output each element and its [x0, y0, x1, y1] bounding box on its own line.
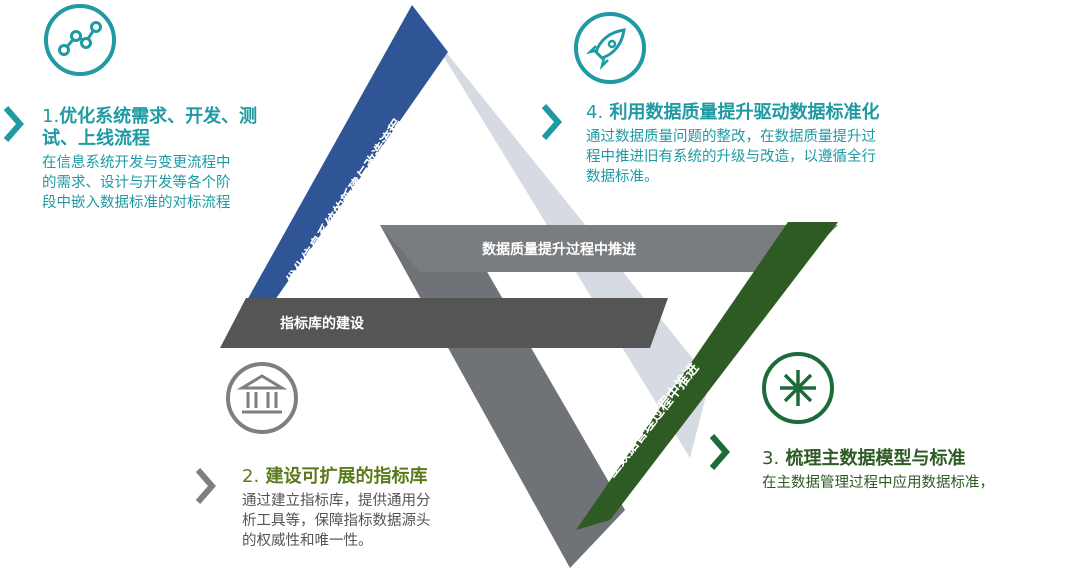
item-1-description: 在信息系统开发与变更流程中 的需求、设计与开发等各个阶 段中嵌入数据标准的对标流…: [42, 155, 231, 211]
item-1-block: 1.优化系统需求、开发、测试、上线流程 在信息系统开发与变更流程中 的需求、设计…: [42, 106, 317, 213]
item-3-description: 在主数据管理过程中应用数据标准，: [762, 475, 994, 491]
band-label-dark-gray: 指标库的建设: [280, 315, 365, 332]
chevron-right-icon: [195, 468, 216, 504]
bank-building-icon: [226, 362, 298, 434]
item-3-title: 3. 梳理主数据模型与标准: [762, 448, 966, 469]
item-1-title: 1.优化系统需求、开发、测试、上线流程: [42, 106, 258, 149]
rocket-icon: [574, 12, 646, 84]
item-2-block: 2. 建设可扩展的指标库 通过建立指标库，提供通用分 析工具等，保障指标数据源头…: [242, 466, 517, 551]
item-4-block: 4. 利用数据质量提升驱动数据标准化 通过数据质量问题的整改，在数据质量提升过 …: [586, 102, 1026, 187]
band-blue: [246, 5, 448, 302]
item-4-description: 通过数据质量问题的整改，在数据质量提升过 程中推进旧有系统的升级与改造，以遵循全…: [586, 129, 876, 185]
item-3-block: 3. 梳理主数据模型与标准 在主数据管理过程中应用数据标准，: [762, 448, 1072, 493]
item-2-title: 2. 建设可扩展的指标库: [242, 466, 428, 487]
chevron-right-icon: [541, 104, 562, 140]
item-2-description: 通过建立指标库，提供通用分 析工具等，保障指标数据源头 的权威性和唯一性。: [242, 493, 431, 549]
network-nodes-icon: [44, 4, 116, 76]
band-green: [576, 222, 838, 530]
band-label-top-gray: 数据质量提升过程中推进: [482, 241, 636, 258]
band-dark-gray: [220, 298, 668, 348]
chevron-right-icon: [3, 106, 24, 142]
item-4-title: 4. 利用数据质量提升驱动数据标准化: [586, 102, 880, 123]
band-top-gray: [380, 225, 838, 272]
asterisk-icon: [762, 352, 834, 424]
chevron-right-icon: [709, 434, 730, 470]
